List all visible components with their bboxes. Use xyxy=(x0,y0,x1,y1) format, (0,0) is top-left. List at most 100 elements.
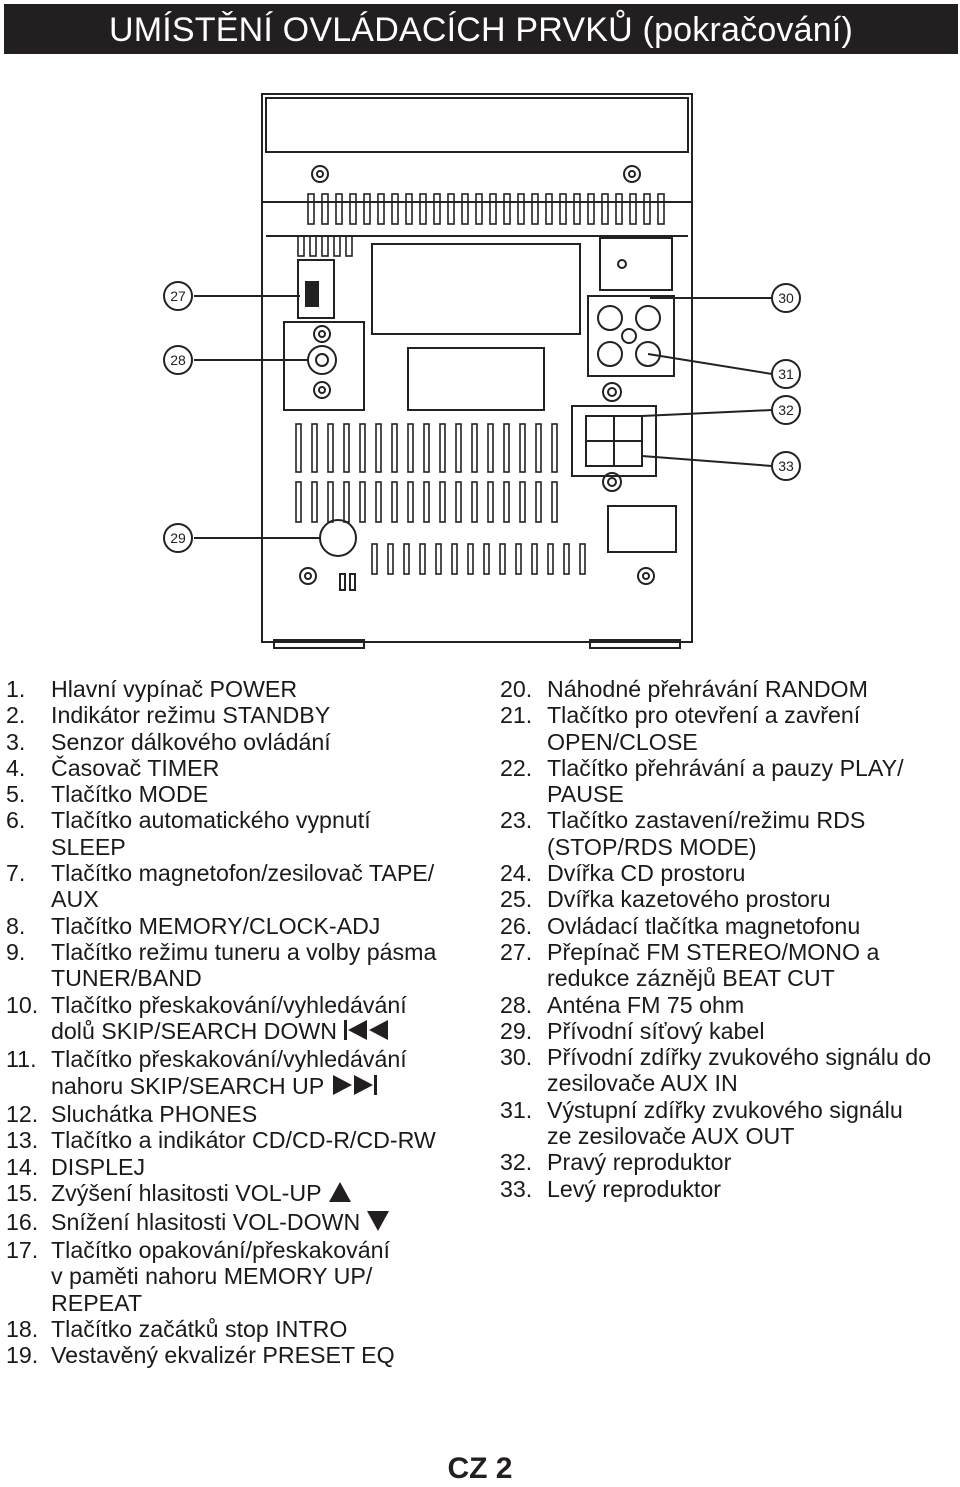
legend-item: 6. Tlačítko automatického vypnutí SLEEP xyxy=(6,807,486,860)
legend-item: 32.Pravý reproduktor xyxy=(500,1149,958,1175)
legend-item: 1. Hlavní vypínač POWER xyxy=(6,676,486,702)
skip-back-icon xyxy=(343,1019,391,1046)
legend-item-number: 12. xyxy=(6,1101,39,1128)
legend-item-text: Výstupní zdířky zvukového signálu ze zes… xyxy=(547,1096,903,1150)
legend-item-text: Tlačítko magnetofon/zesilovač TAPE/ AUX xyxy=(51,860,435,913)
legend-item-number: 32. xyxy=(500,1149,533,1176)
callout-31 xyxy=(771,359,801,389)
callout-33-label: 33 xyxy=(778,458,794,474)
legend-item-number: 11. xyxy=(6,1046,37,1073)
legend-item-text: Tlačítko MODE xyxy=(51,781,209,808)
legend-item-number: 26. xyxy=(500,912,533,939)
legend-item-number: 33. xyxy=(500,1175,533,1202)
legend-item-number: 9. xyxy=(6,938,26,965)
legend-item-number: 20. xyxy=(500,676,533,702)
page-number: CZ 2 xyxy=(447,1452,513,1485)
legend-item-text: Tlačítko pro otevření a zavření OPEN/CLO… xyxy=(547,702,861,755)
legend-item: 24.Dvířka CD prostoru xyxy=(500,860,958,886)
legend-item: 18. Tlačítko začátků stop INTRO xyxy=(6,1316,486,1342)
legend-item: 12. Sluchátka PHONES xyxy=(6,1101,486,1127)
legend-item-text: Zvýšení hlasitosti VOL-UP xyxy=(51,1180,322,1207)
legend-item-number: 18. xyxy=(6,1316,39,1342)
legend-item-number: 16. xyxy=(6,1208,39,1235)
callout-30-label: 30 xyxy=(778,290,794,306)
legend-item: 17. Tlačítko opakování/přeskakování v pam… xyxy=(6,1237,486,1316)
bottom-vent-row xyxy=(371,543,586,575)
legend-item-number: 23. xyxy=(500,807,533,834)
callout-32 xyxy=(771,395,801,425)
legend-item-text: Dvířka CD prostoru xyxy=(547,860,746,887)
legend-item-number: 17. xyxy=(6,1237,39,1264)
triangle-down-icon xyxy=(366,1210,390,1237)
legend-item-text: Přívodní síťový kabel xyxy=(547,1017,765,1044)
top-vent-row xyxy=(307,193,665,225)
legend-item-text: Sluchátka PHONES xyxy=(51,1101,258,1128)
legend-item: 2. Indikátor režimu STANDBY xyxy=(6,702,486,728)
legend-item-number: 21. xyxy=(500,702,533,729)
legend-item-text: Tlačítko režimu tuneru a volby pásma TUN… xyxy=(51,938,437,992)
legend-item-number: 28. xyxy=(500,991,533,1018)
legend-item-number: 7. xyxy=(6,860,26,887)
legend-item-text: Tlačítko MEMORY/CLOCK-ADJ xyxy=(51,912,381,939)
legend-item-text: Hlavní vypínač POWER xyxy=(51,676,298,702)
legend-item-number: 27. xyxy=(500,938,533,965)
callout-32-label: 32 xyxy=(778,402,794,418)
legend-item-number: 14. xyxy=(6,1153,39,1180)
legend-item-text: Náhodné přehrávání RANDOM xyxy=(547,676,868,702)
legend-item: 3. Senzor dálkového ovládání xyxy=(6,729,486,755)
legend-item: 13.Tlačítko a indikátor CD/CD-R/CD-RW xyxy=(6,1127,486,1153)
legend-item-text: Tlačítko začátků stop INTRO xyxy=(51,1316,348,1342)
legend-item-number: 1. xyxy=(6,676,26,702)
legend-item-text: Přívodní zdířky zvukového signálu do zes… xyxy=(547,1044,932,1097)
legend-item: 8. Tlačítko MEMORY/CLOCK-ADJ xyxy=(6,913,486,939)
callout-29 xyxy=(163,523,193,553)
legend-item: 33. Levý reproduktor xyxy=(500,1176,958,1202)
callout-29-label: 29 xyxy=(170,530,186,546)
legend-item-number: 6. xyxy=(6,807,26,834)
side-vent-slots xyxy=(297,235,353,257)
legend-item-number: 31. xyxy=(500,1096,533,1123)
legend-item-text: Dvířka kazetového prostoru xyxy=(547,886,831,913)
legend-item-text: Indikátor režimu STANDBY xyxy=(51,702,331,729)
legend-item-text: Anténa FM 75 ohm xyxy=(547,991,745,1018)
legend-item: 25.Dvířka kazetového prostoru xyxy=(500,886,958,912)
legend-item: 30. Přívodní zdířky zvukového signálu do … xyxy=(500,1044,958,1097)
legend-item: 15. Zvýšení hlasitosti VOL-UP xyxy=(6,1180,486,1209)
legend-item-text: Tlačítko automatického vypnutí SLEEP xyxy=(51,807,371,860)
legend-item: 11.Tlačítko přeskakování/vyhledávání nah… xyxy=(6,1046,486,1101)
legend-item: 23.Tlačítko zastavení/režimu RDS (STOP/R… xyxy=(500,807,958,860)
legend-item-text: Levý reproduktor xyxy=(547,1175,721,1202)
legend-item-number: 5. xyxy=(6,781,26,808)
legend-item-text: Vestavěný ekvalizér PRESET EQ xyxy=(51,1342,395,1369)
page-header: UMÍSTĚNÍ OVLÁDACÍCH PRVKŮ (pokračování) xyxy=(4,4,958,54)
legend-item-text: Přepínač FM STEREO/MONO a redukce zázněj… xyxy=(547,938,880,992)
legend-item-text: Tlačítko opakování/přeskakování v paměti… xyxy=(51,1237,390,1316)
legend-item: 9. Tlačítko režimu tuneru a volby pásma T… xyxy=(6,939,486,992)
legend-item-number: 8. xyxy=(6,912,26,939)
legend-item: 28. Anténa FM 75 ohm xyxy=(500,992,958,1018)
legend-item: 31. Výstupní zdířky zvukového signálu ze … xyxy=(500,1097,958,1150)
legend-item: 27. Přepínač FM STEREO/MONO a redukce záz… xyxy=(500,939,958,992)
legend-item: 26. Ovládací tlačítka magnetofonu xyxy=(500,913,958,939)
legend-item: 22.Tlačítko přehrávání a pauzy PLAY/ PAU… xyxy=(500,755,958,808)
legend-item-number: 13. xyxy=(6,1127,39,1154)
middle-vent-row xyxy=(295,423,558,473)
legend-item-number: 15. xyxy=(6,1180,39,1207)
legend-left-column: 1. Hlavní vypínač POWER 2. Indikátor režimu… xyxy=(6,676,486,1369)
legend-item-number: 2. xyxy=(6,702,26,729)
legend-item-number: 19. xyxy=(6,1342,39,1369)
legend-item: 14. DISPLEJ xyxy=(6,1154,486,1180)
legend-item: 16.Snížení hlasitosti VOL-DOWN xyxy=(6,1209,486,1238)
legend-item: 20. Náhodné přehrávání RANDOM xyxy=(500,676,958,702)
legend-item-text: Tlačítko přeskakování/vyhledávání dolů S… xyxy=(51,991,407,1044)
legend-item-number: 30. xyxy=(500,1044,533,1071)
legend-item-number: 3. xyxy=(6,728,26,755)
legend-item-text: DISPLEJ xyxy=(51,1153,146,1180)
callout-27 xyxy=(163,281,193,311)
legend-item-text: Ovládací tlačítka magnetofonu xyxy=(547,912,861,939)
legend-item-text: Senzor dálkového ovládání xyxy=(51,728,331,755)
legend-item-number: 29. xyxy=(500,1017,533,1044)
legend-item-text: Časovač TIMER xyxy=(51,754,220,781)
legend-item-number: 10. xyxy=(6,991,39,1018)
legend-item: 10. Tlačítko přeskakování/vyhledávání dol… xyxy=(6,992,486,1047)
